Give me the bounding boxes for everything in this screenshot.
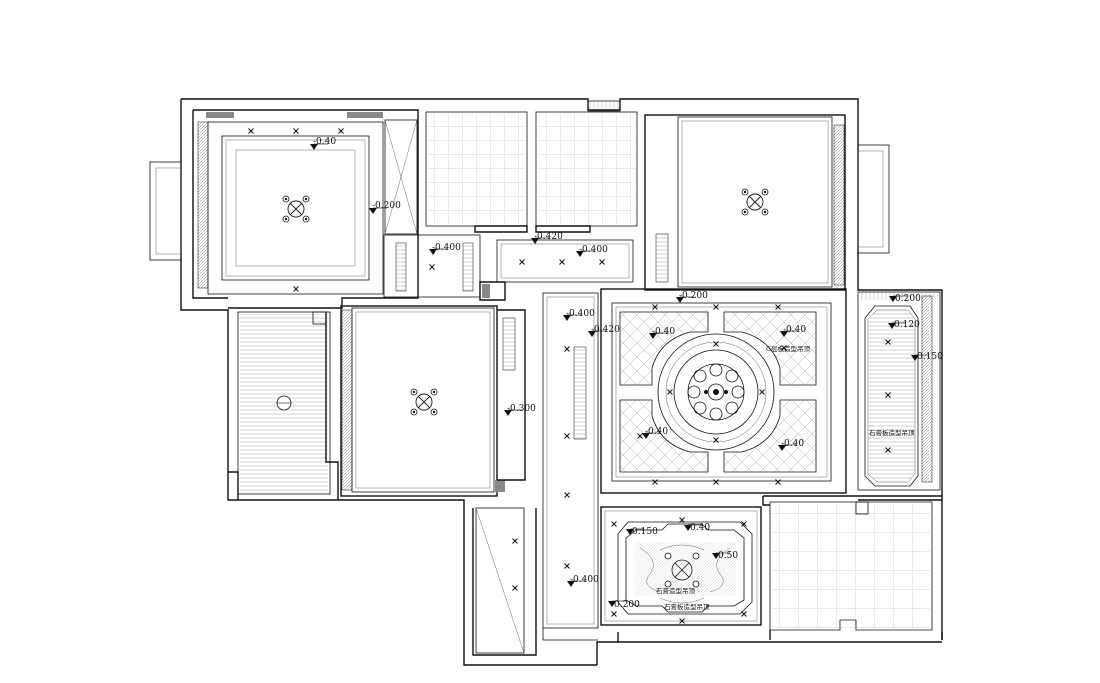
level-living-br: -0.40 [781, 439, 804, 449]
note-dining-material-1: 石膏造型吊顶 [656, 586, 696, 595]
level-living-tl: -0.40 [652, 327, 675, 337]
level-bed1-side: -0.200 [372, 201, 401, 211]
chandelier-icon [687, 363, 745, 421]
level-right-side: -0.150 [914, 352, 943, 362]
level-corr-top: -0.400 [566, 309, 595, 319]
level-living-bl: -0.40 [645, 427, 668, 437]
level-bed1: -0.40 [313, 137, 336, 147]
level-hall-right: -0.400 [579, 245, 608, 255]
level-hall-left: -0.400 [432, 243, 461, 253]
bedroom-3: -0.300 [340, 305, 536, 497]
study [237, 311, 339, 500]
bedroom-2 [644, 114, 846, 291]
side-room: -0.200 -0.120 -0.150 石膏板造型吊顶 [857, 291, 943, 491]
note-right-material: 石膏板造型吊顶 [869, 428, 915, 437]
kitchen [762, 496, 933, 640]
level-corr-side: -0.300 [507, 404, 536, 414]
level-corr-bottom: -0.400 [570, 575, 599, 585]
bathroom-2 [535, 100, 638, 233]
level-dining-bottom: -0.200 [611, 600, 640, 610]
level-dining-c: -0.50 [715, 551, 738, 561]
note-living-material: G层板造型吊顶 [766, 344, 811, 353]
ceiling-light-icon [410, 388, 438, 416]
level-right-top: -0.200 [892, 294, 921, 304]
ceiling-light-icon [741, 188, 769, 216]
corridor: -0.400 -0.420 -0.400 [475, 292, 620, 654]
balcony-right [857, 144, 890, 254]
bedroom-1: -0.40 -0.200 [197, 112, 401, 295]
note-dining-material-2: 石膏板造型吊顶 [664, 602, 710, 611]
balcony-left [149, 161, 182, 261]
dining-room: -0.150 -0.40 -0.50 -0.200 石膏造型吊顶 石膏板造型吊顶 [600, 506, 762, 626]
closet [384, 119, 418, 235]
level-living-tr: -0.40 [783, 325, 806, 335]
level-living-top: -0.200 [679, 291, 708, 301]
level-hall-mid: -0.420 [534, 232, 563, 242]
level-corr-420: -0.420 [591, 325, 620, 335]
level-dining-a: -0.150 [629, 527, 658, 537]
bathroom-1 [425, 111, 528, 233]
living-room: -0.200 -0.40 -0.40 -0.40 -0.40 G层板造型吊顶 [600, 288, 847, 494]
level-dining-b: -0.40 [687, 523, 710, 533]
level-right-mid: -0.120 [891, 320, 920, 330]
ceiling-light-icon [282, 195, 310, 223]
hallway-top: -0.400 -0.420 -0.400 [383, 232, 634, 301]
